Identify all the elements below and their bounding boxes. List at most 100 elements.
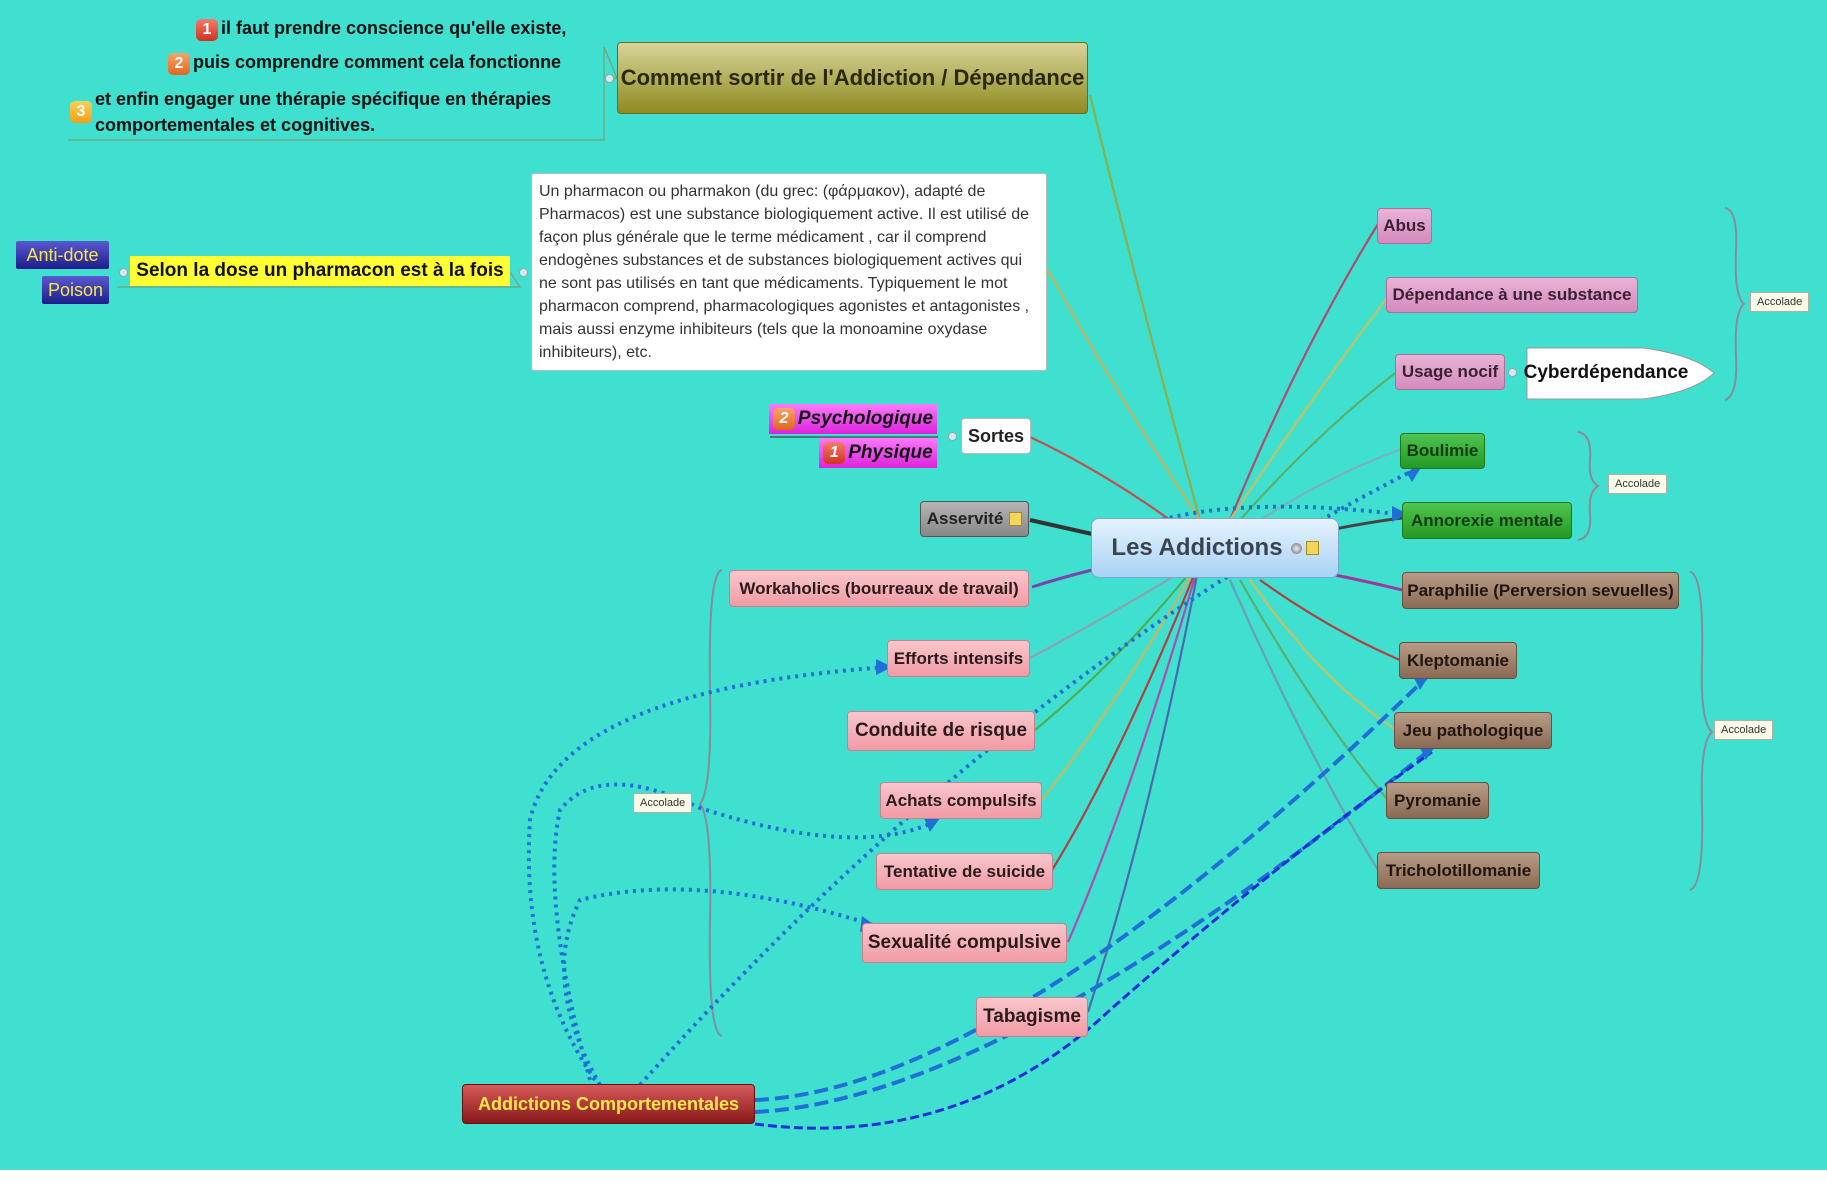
dependance-node[interactable]: Dépendance à une substance [1386, 277, 1638, 313]
priority-2-icon: 2 [772, 408, 795, 430]
pharmacon-node[interactable]: Selon la dose un pharmacon est à la fois [130, 256, 510, 286]
asservite-label: Asservité [926, 509, 1004, 528]
anorexie-label: Annorexie mentale [1410, 510, 1564, 530]
paraphilie-label: Paraphilie (Perversion sevuelles) [1407, 580, 1674, 600]
branch-line-paraphilie [1329, 572, 1403, 592]
tricho-label: Tricholotillomanie [1385, 860, 1532, 880]
branch-line-conduite [1034, 559, 1201, 731]
sortir-step-3: 3 et enfin engager une thérapie spécifiq… [70, 86, 551, 138]
antidote-label: Anti-dote [26, 244, 99, 265]
workaholics-label: Workaholics (bourreaux de travail) [739, 578, 1019, 598]
branch-line-workaholics [1031, 568, 1093, 589]
note-icon [1009, 512, 1023, 526]
kleptomanie-label: Kleptomanie [1406, 650, 1510, 670]
sortir-step-3-line2: comportementales et cognitives. [95, 115, 376, 135]
psychologique-label: Psychologique [797, 408, 934, 429]
accolade-brace-right-bottom [1689, 571, 1714, 891]
branch-line-tricho [1228, 579, 1379, 871]
relationship-anorexie [1109, 504, 1406, 542]
cyber-node[interactable]: Cyberdépendance [1523, 350, 1689, 396]
pyromanie-label: Pyromanie [1394, 790, 1481, 810]
globe-icon [1290, 542, 1302, 554]
relationship-efforts [526, 665, 889, 1082]
pharmacon-left-collapse-toggle[interactable] [119, 268, 128, 277]
comportementales-node[interactable]: Addictions Comportementales [462, 1084, 755, 1124]
workaholics-node[interactable]: Workaholics (bourreaux de travail) [729, 570, 1029, 607]
branch-line-achats [1041, 559, 1201, 801]
physique-label: Physique [848, 442, 933, 463]
jeu-node[interactable]: Jeu pathologique [1394, 712, 1552, 749]
branch-line-usage [1239, 370, 1399, 521]
physique-node[interactable]: 1 Physique [819, 438, 937, 468]
accolade-label-right-top[interactable]: Accolade [1750, 292, 1810, 312]
efforts-label: Efforts intensifs [893, 648, 1024, 668]
sexualite-label: Sexualité compulsive [867, 932, 1062, 953]
sortir-step-1-text: il faut prendre conscience qu'elle exist… [221, 18, 567, 38]
usage-nocif-label: Usage nocif [1401, 362, 1499, 381]
relationship-sexualite [562, 887, 874, 1086]
accolade-label-right-mid[interactable]: Accolade [1608, 474, 1668, 494]
boulimie-node[interactable]: Boulimie [1400, 433, 1485, 469]
sortes-node[interactable]: Sortes [961, 418, 1031, 454]
cyber-shape [1526, 347, 1715, 400]
sortes-collapse-toggle[interactable] [948, 432, 957, 441]
efforts-node[interactable]: Efforts intensifs [887, 640, 1030, 677]
pyromanie-node[interactable]: Pyromanie [1386, 782, 1489, 819]
achats-node[interactable]: Achats compulsifs [880, 782, 1042, 819]
accolade-braces [698, 207, 1746, 1037]
suicide-node[interactable]: Tentative de suicide [876, 853, 1053, 890]
pharmacon-collapse-toggle[interactable] [519, 268, 528, 277]
branch-line-sortir [1088, 94, 1202, 521]
branch-line-kleptomanie [1259, 579, 1401, 662]
pharmacon-title: Selon la dose un pharmacon est à la fois [136, 260, 504, 281]
arrowhead-anorexie [1392, 506, 1408, 522]
branch-line-sexualite [1066, 559, 1202, 943]
branch-line-sortes [1029, 436, 1171, 521]
accolade-brace-right-mid [1577, 431, 1600, 541]
relationship-jeu-second [754, 750, 1433, 1130]
poison-node[interactable]: Poison [42, 276, 109, 304]
tabagisme-label: Tabagisme [983, 1006, 1081, 1027]
priority-1-icon: 1 [823, 442, 846, 464]
psychologique-node[interactable]: 2 Psychologique [769, 404, 937, 434]
priority-3-icon: 3 [70, 101, 92, 123]
branch-line-pyromanie [1239, 579, 1389, 801]
pharmacon-note-text: Un pharmacon ou pharmakon (du grec: (φάρ… [539, 183, 1030, 361]
sortir-collapse-toggle[interactable] [605, 74, 614, 83]
conduite-node[interactable]: Conduite de risque [847, 711, 1035, 751]
tricho-node[interactable]: Tricholotillomanie [1377, 852, 1540, 889]
suicide-label: Tentative de suicide [883, 861, 1046, 881]
antidote-node[interactable]: Anti-dote [16, 241, 109, 269]
branch-line-dependance [1229, 293, 1391, 521]
relationship-achats [552, 782, 939, 1081]
achats-label: Achats compulsifs [885, 790, 1037, 810]
accolade-label-right-bottom[interactable]: Accolade [1714, 720, 1774, 740]
sexualite-node[interactable]: Sexualité compulsive [862, 923, 1067, 963]
relationship-jeu [754, 746, 1434, 1114]
relationship-kleptomanie [754, 676, 1428, 1102]
tabagisme-node[interactable]: Tabagisme [976, 997, 1088, 1037]
sortir-node[interactable]: Comment sortir de l'Addiction / Dépendan… [617, 42, 1088, 114]
accolade-label-left[interactable]: Accolade [633, 793, 693, 813]
sortir-step-3-line1: et enfin engager une thérapie spécifique… [95, 89, 552, 109]
kleptomanie-node[interactable]: Kleptomanie [1399, 642, 1517, 679]
comportementales-label: Addictions Comportementales [477, 1093, 740, 1114]
usage-nocif-node[interactable]: Usage nocif [1395, 354, 1505, 390]
paraphilie-node[interactable]: Paraphilie (Perversion sevuelles) [1402, 572, 1679, 609]
branch-line-abus [1228, 223, 1379, 521]
anorexie-node[interactable]: Annorexie mentale [1402, 502, 1572, 539]
abus-node[interactable]: Abus [1377, 208, 1432, 244]
asservite-node[interactable]: Asservité [920, 501, 1029, 537]
cyber-label: Cyberdépendance [1523, 362, 1689, 383]
abus-label: Abus [1383, 216, 1426, 235]
branch-line-boulimie [1259, 447, 1403, 521]
branch-line-jeu [1249, 579, 1397, 731]
central-title: Les Addictions [1111, 534, 1283, 561]
dependance-label: Dépendance à une substance [1392, 285, 1632, 304]
usage-collapse-toggle[interactable] [1508, 368, 1517, 377]
sortir-title: Comment sortir de l'Addiction / Dépendan… [620, 65, 1085, 90]
branch-line-tabagisme [1086, 559, 1202, 1013]
central-node[interactable]: Les Addictions [1091, 518, 1339, 578]
